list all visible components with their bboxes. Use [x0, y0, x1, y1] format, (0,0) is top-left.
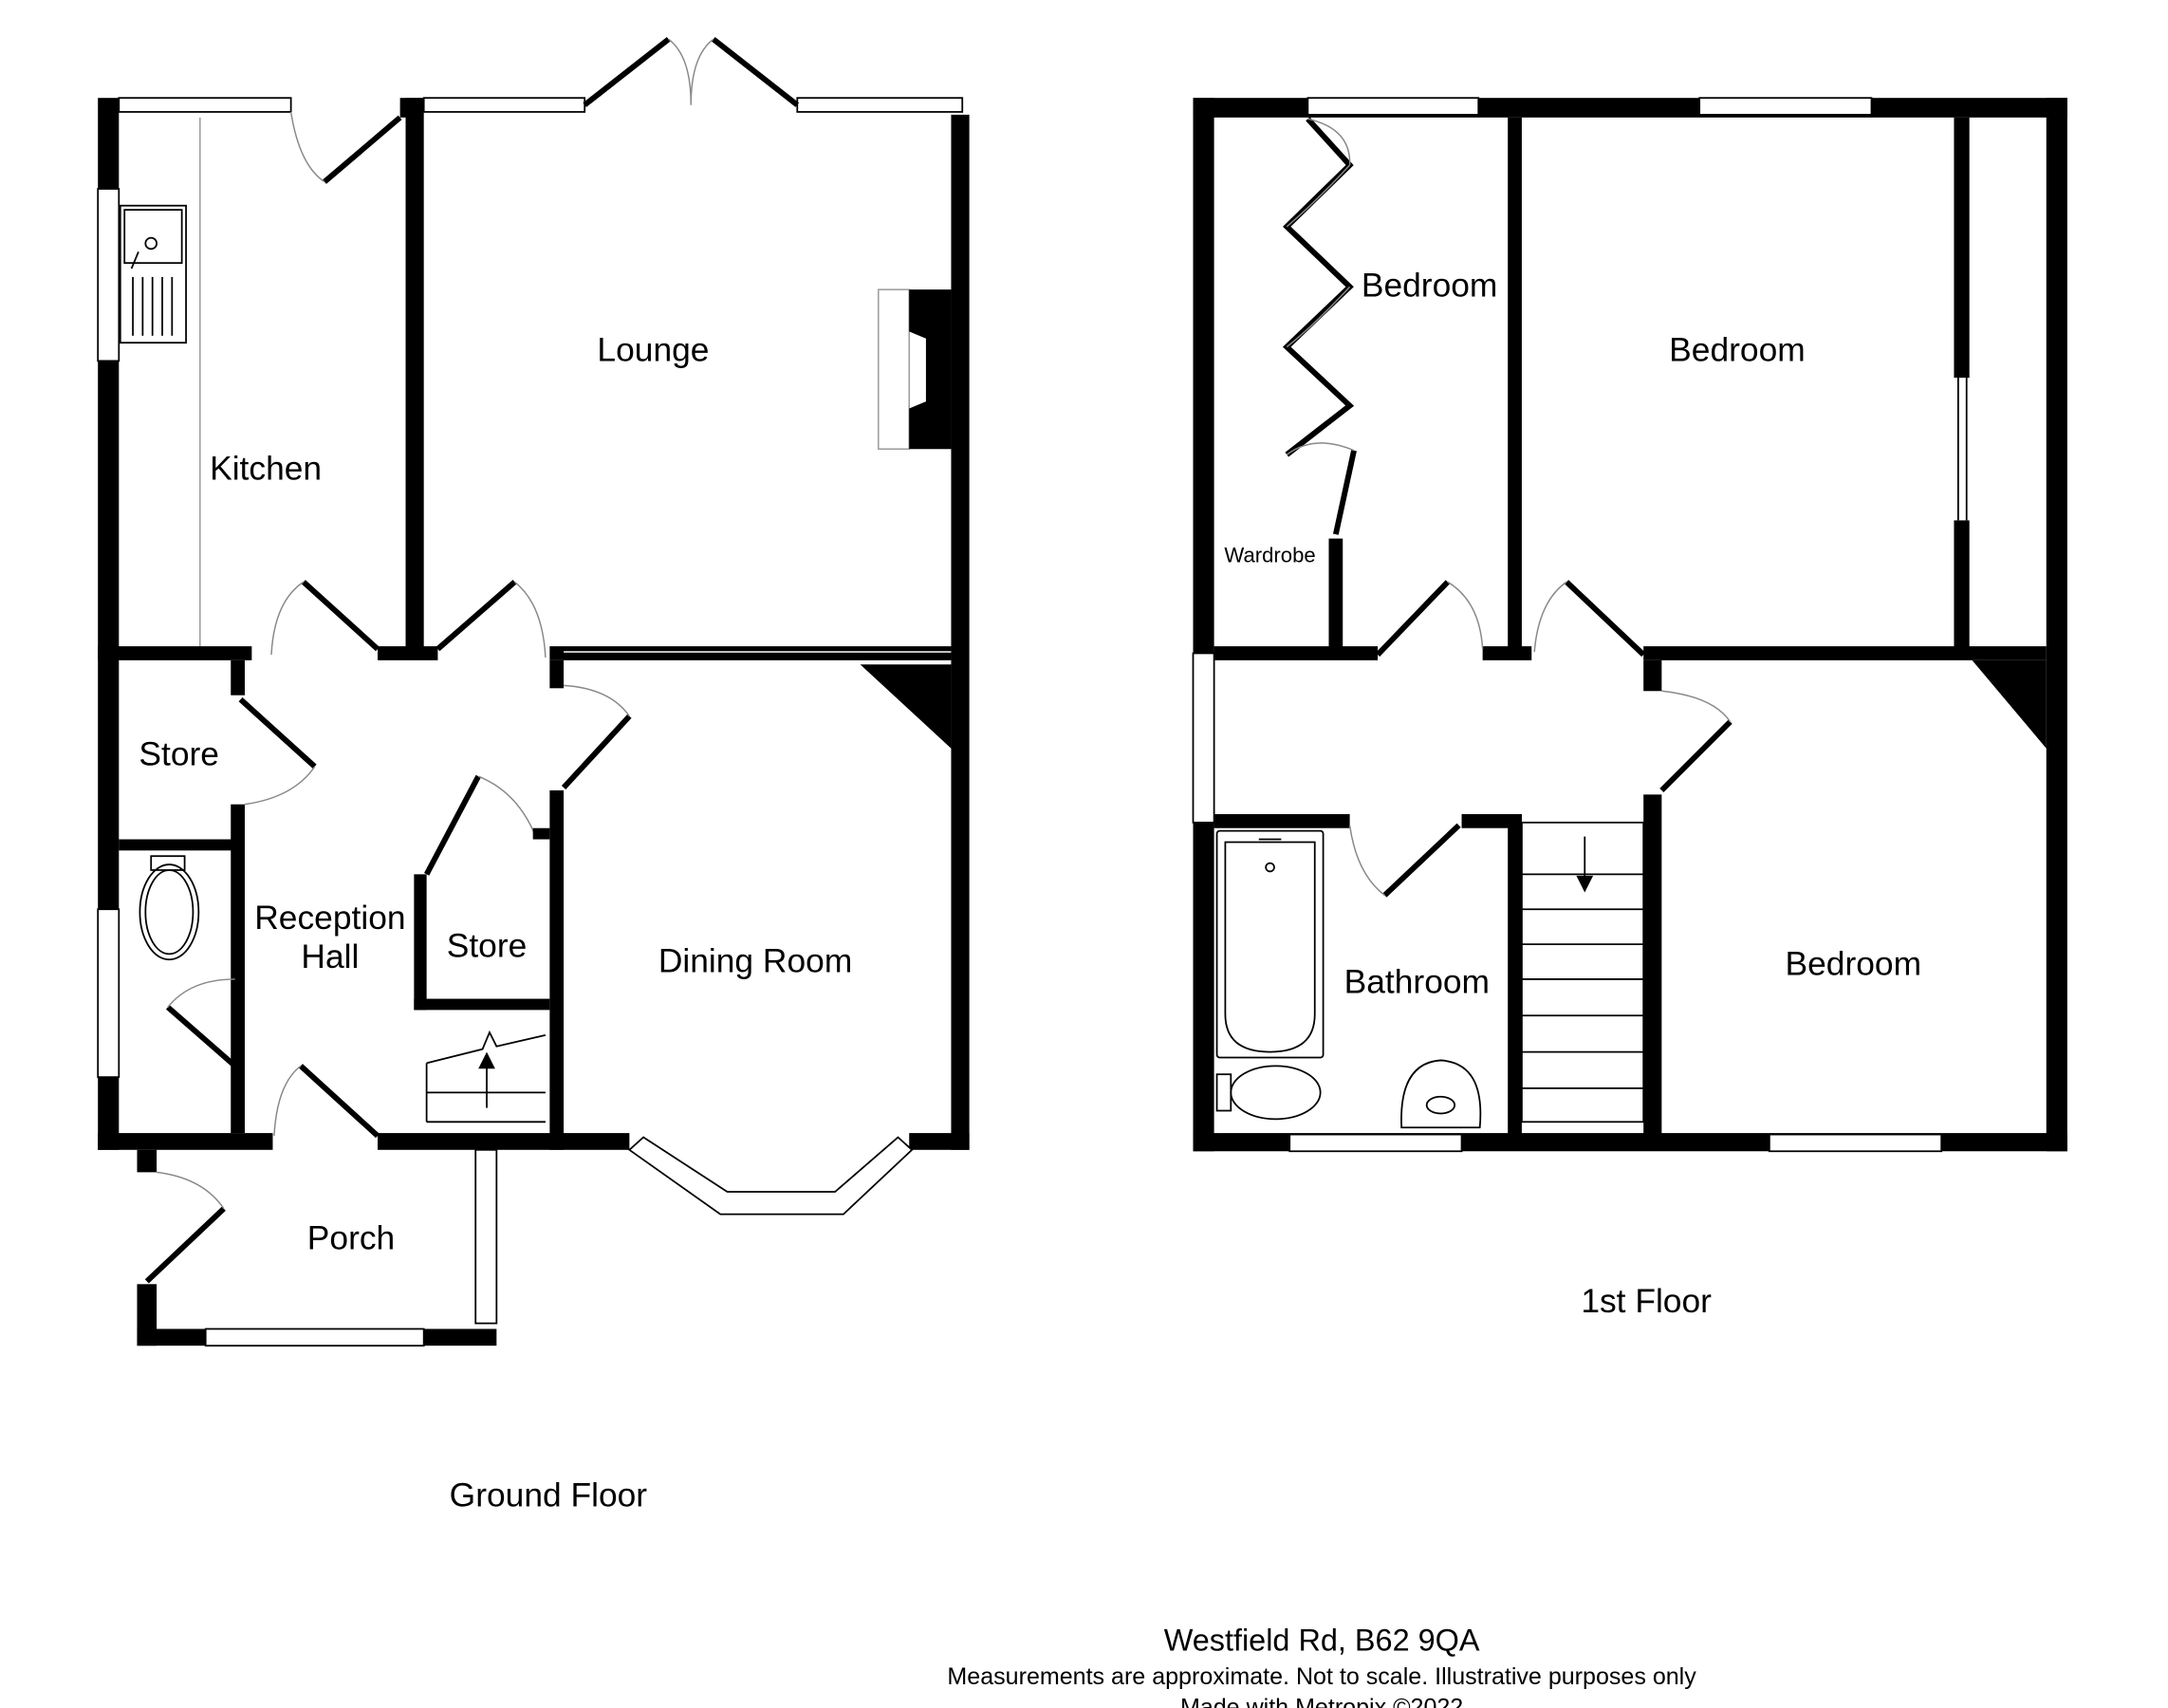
floor-title-ground: Ground Floor — [450, 1477, 648, 1514]
room-label-bathroom: Bathroom — [1344, 964, 1490, 1001]
stairs-icon — [425, 1030, 547, 1123]
ground-floor-plan: Kitchen Lounge Store Reception Hall Stor… — [97, 36, 970, 1514]
stairs-icon — [1521, 821, 1645, 1123]
floor-title-first: 1st Floor — [1581, 1283, 1712, 1320]
room-label-wardrobe: Wardrobe — [1224, 544, 1315, 567]
sink-icon — [119, 204, 187, 344]
room-label-lounge: Lounge — [597, 331, 709, 368]
room-label-kitchen: Kitchen — [210, 451, 322, 488]
room-label-reception-hall: Reception — [254, 900, 405, 937]
bath-icon — [1215, 829, 1325, 1059]
footer-address: Westfield Rd, B62 9QA — [1164, 1624, 1480, 1658]
room-label-reception-hall-2: Hall — [301, 938, 359, 975]
bay-window — [627, 1136, 914, 1216]
footer-disclaimer: Measurements are approximate. Not to sca… — [947, 1663, 1696, 1690]
wardrobe-doors — [1282, 117, 1357, 535]
fireplace-icon — [878, 288, 952, 450]
room-label-bedroom-large: Bedroom — [1669, 331, 1806, 368]
footer-credit: Made with Metropix ©2022 — [1180, 1694, 1463, 1708]
first-floor-plan: Bedroom Wardrobe Bedroom Bathroom Bedroo… — [1192, 97, 2067, 1320]
room-label-bedroom-front: Bedroom — [1786, 946, 1922, 983]
room-label-dining-room: Dining Room — [658, 943, 852, 980]
toilet-icon — [1215, 1065, 1322, 1121]
toilet-icon — [139, 855, 200, 961]
room-label-bedroom-small: Bedroom — [1362, 268, 1498, 305]
basin-icon — [1400, 1059, 1482, 1129]
room-label-porch: Porch — [307, 1219, 395, 1256]
room-label-store-inner: Store — [447, 927, 528, 964]
room-label-store: Store — [139, 735, 219, 772]
